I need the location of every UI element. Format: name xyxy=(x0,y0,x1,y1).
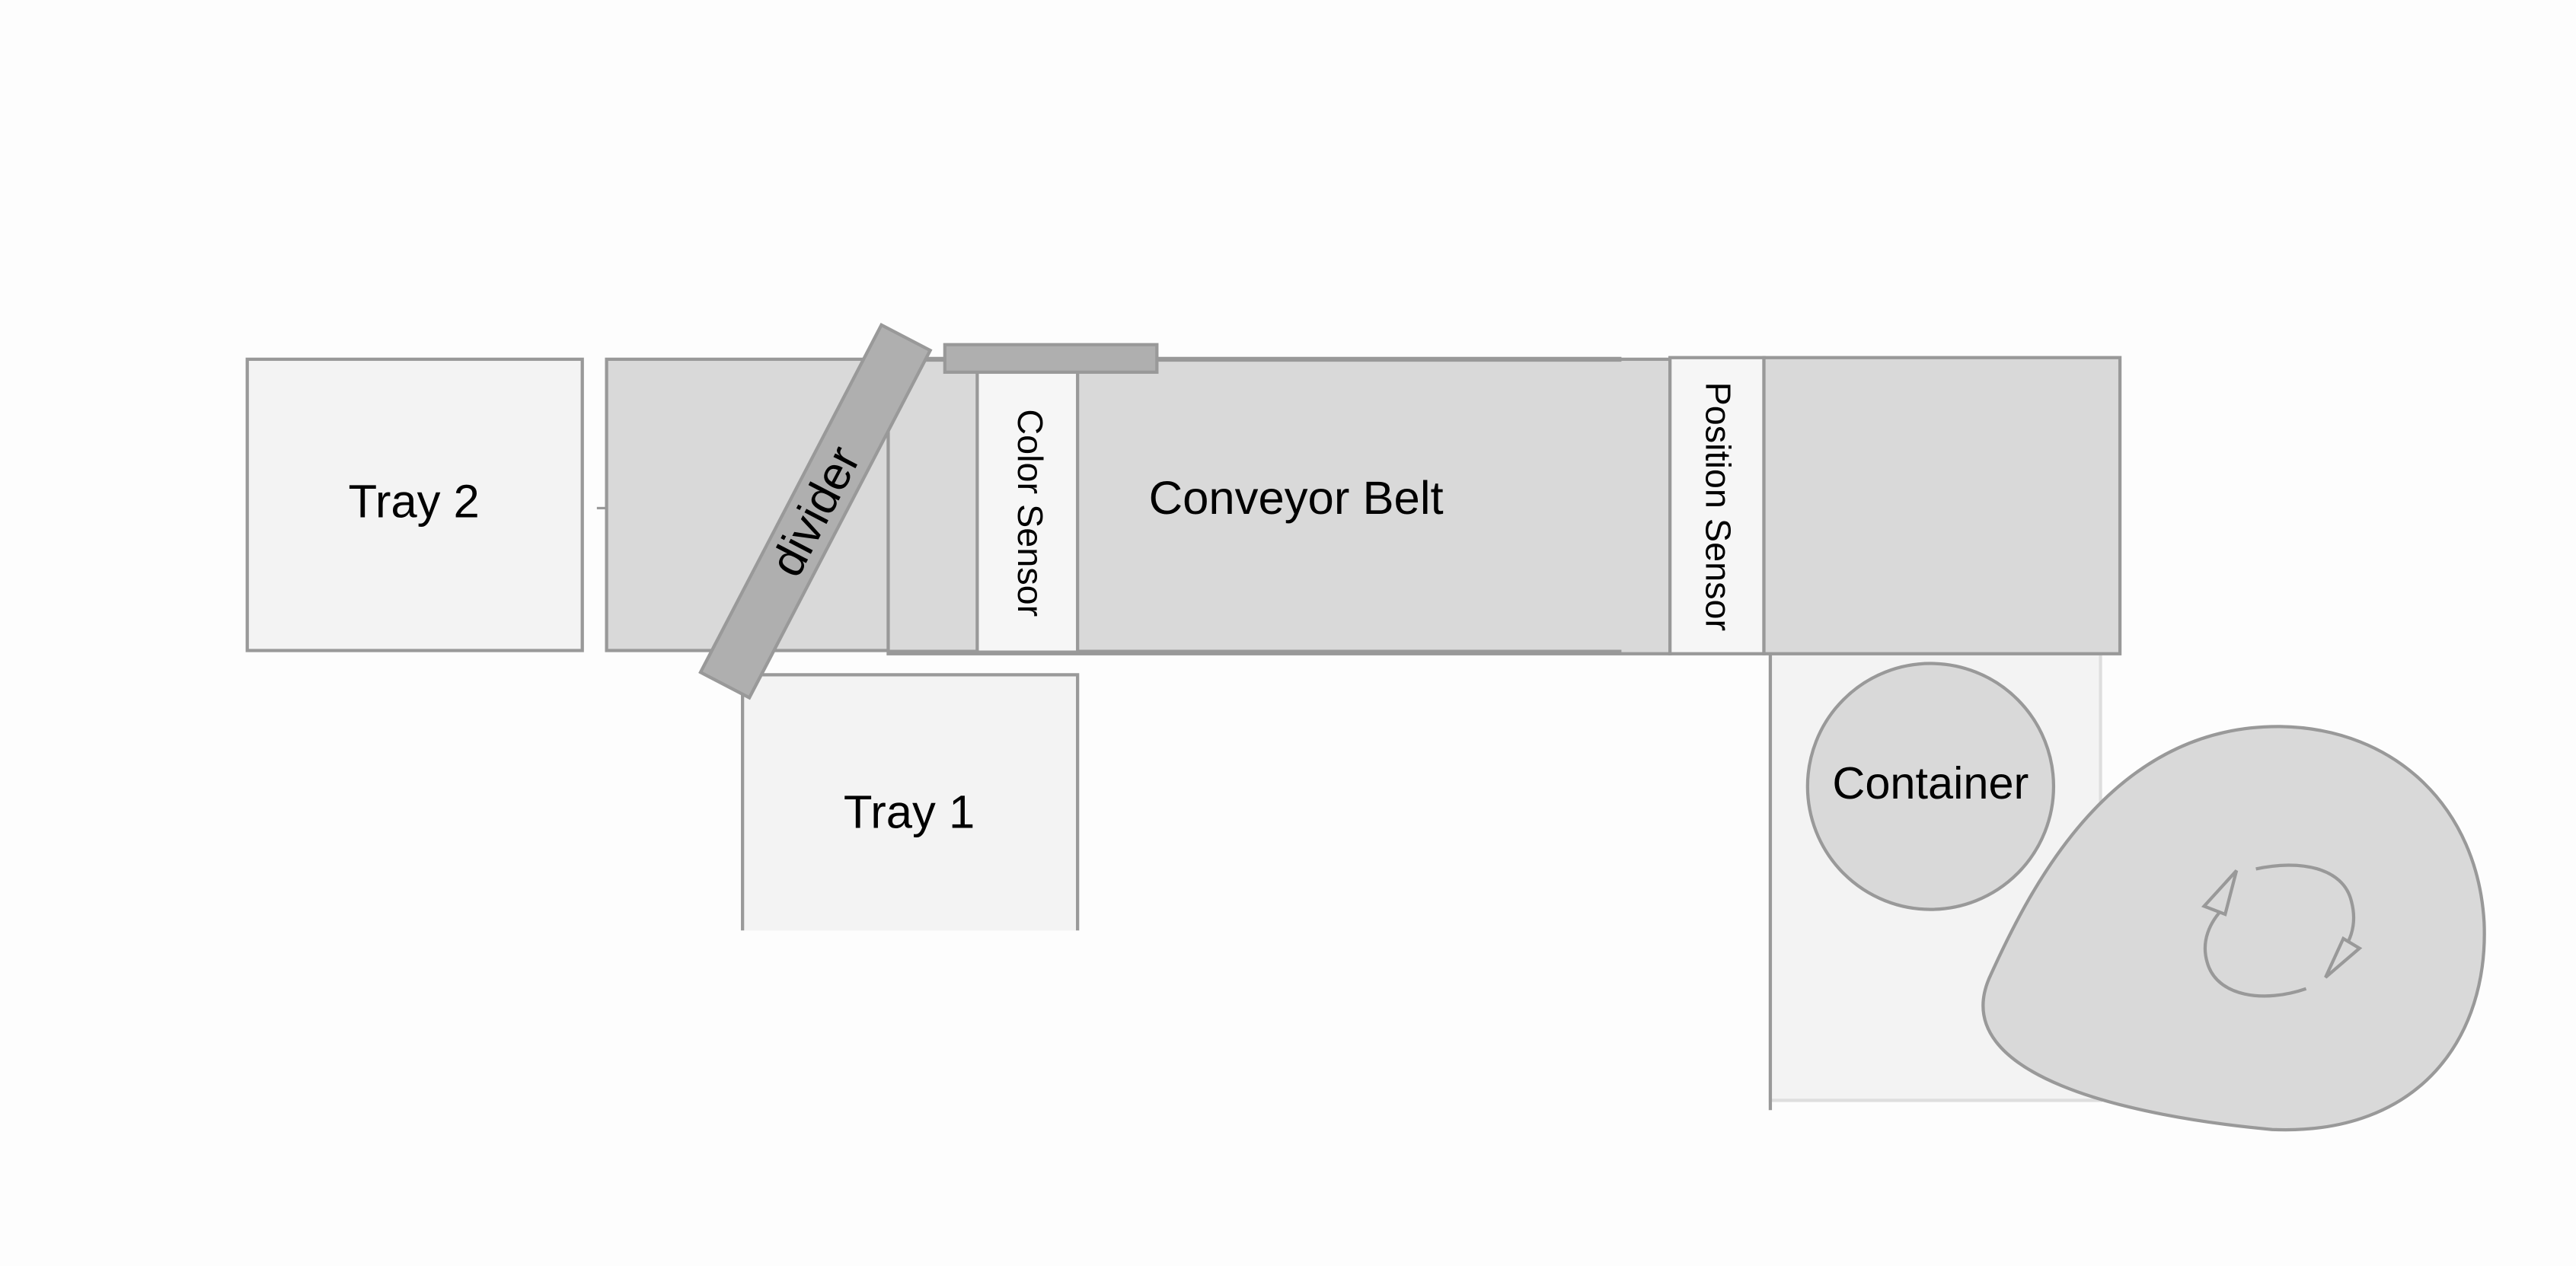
rotating-disc xyxy=(1981,725,2486,1132)
color-sensor-strip xyxy=(975,367,1080,654)
position-sensor-strip xyxy=(1668,356,1766,655)
rotate-arrows-icon xyxy=(2201,863,2363,998)
tray-1-box xyxy=(741,673,1080,931)
conveyor-belt-right-section xyxy=(1762,356,2122,655)
container-label: Container xyxy=(1832,757,2029,808)
conveyor-belt-label: Conveyor Belt xyxy=(1149,472,1444,525)
tray-2-label: Tray 2 xyxy=(348,475,479,528)
divider-bar xyxy=(698,323,933,700)
tray-1-label: Tray 1 xyxy=(844,786,975,839)
container-circle xyxy=(1805,662,2056,911)
color-sensor-label: Color Sensor xyxy=(1010,409,1050,617)
color-sensor-bracket xyxy=(943,343,1159,375)
tray-2-box xyxy=(245,357,584,652)
position-sensor-label: Position Sensor xyxy=(1698,382,1738,631)
